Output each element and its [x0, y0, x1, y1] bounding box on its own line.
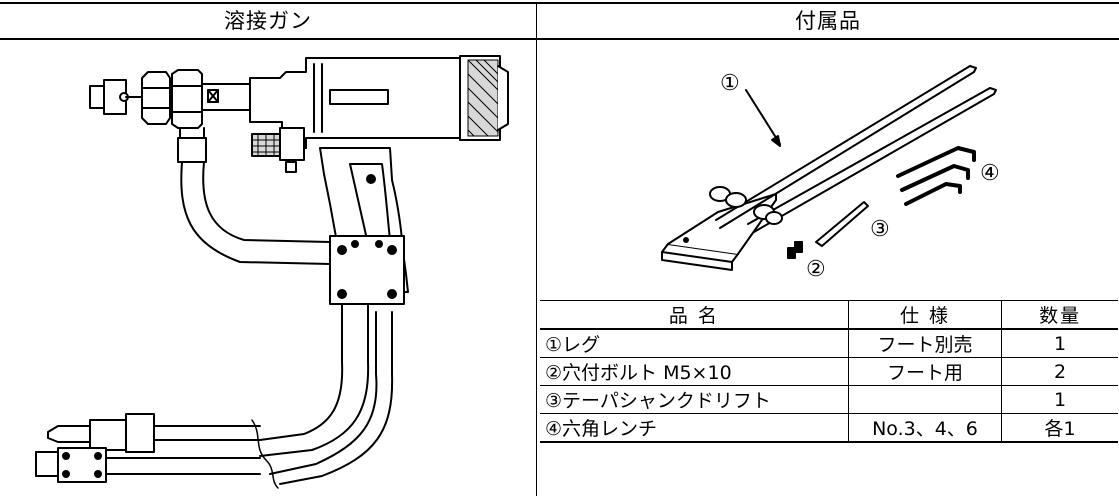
hex-wrench-drawing: [896, 146, 976, 206]
gun-body: [249, 55, 509, 149]
gun-front-collet: [89, 79, 143, 115]
callout-4-label: ④: [980, 161, 1000, 186]
gun-output-cables: [259, 303, 394, 485]
top-rule: [0, 2, 1119, 4]
part-spec: No.3、4、6: [847, 413, 1003, 443]
gun-junction-block: [329, 235, 405, 305]
table-row: ②穴付ボルト M5×10 フート用 2: [540, 357, 1118, 386]
table-header-row: 品 名 仕 様 数量: [540, 300, 1118, 330]
part-name: ①レグ: [540, 328, 849, 358]
accessories-heading: 付属品: [795, 9, 861, 33]
callout-3-label: ③: [870, 217, 890, 242]
column-header-name: 品 名: [540, 300, 849, 330]
table-row: ④六角レンチ No.3、4、6 各1: [540, 413, 1118, 443]
gun-cable-ends: [35, 413, 279, 489]
leg-drawing: [661, 65, 997, 271]
gun-side-knob: [251, 127, 305, 173]
gun-cable-boot: [177, 127, 331, 265]
welding-gun-heading: 溶接ガン: [224, 9, 312, 33]
part-qty: 2: [1001, 357, 1118, 386]
column-header-qty: 数量: [1001, 300, 1118, 330]
table-row: ③テーパシャンクドリフト 1: [540, 385, 1118, 414]
drift-drawing: [815, 201, 869, 247]
part-qty: 1: [1001, 328, 1118, 358]
bolt-drawing: [787, 241, 803, 259]
part-spec: フート別売: [847, 328, 1003, 358]
part-spec: [847, 385, 1003, 414]
callout-2-label: ②: [806, 257, 826, 280]
part-name: ②穴付ボルト M5×10: [540, 357, 849, 386]
column-divider: [536, 2, 537, 496]
part-qty: 各1: [1001, 413, 1118, 443]
part-name: ③テーパシャンクドリフト: [540, 385, 849, 414]
gun-chuck-nut: [141, 69, 251, 129]
callout-1-label: ①: [720, 71, 740, 96]
parts-table: 品 名 仕 様 数量 ①レグ フート別売 1 ②穴付ボルト M5×10 フート用…: [540, 300, 1118, 443]
welding-gun-drawing: [35, 55, 509, 489]
part-spec: フート用: [847, 357, 1003, 386]
table-row: ①レグ フート別売 1: [540, 328, 1118, 358]
accessories-drawing: ① ② ③ ④: [661, 65, 1000, 280]
part-qty: 1: [1001, 385, 1118, 414]
header-rule: [0, 38, 1119, 40]
column-header-spec: 仕 様: [847, 300, 1003, 330]
leg-callout-arrow: [745, 89, 781, 147]
part-name: ④六角レンチ: [540, 413, 849, 443]
